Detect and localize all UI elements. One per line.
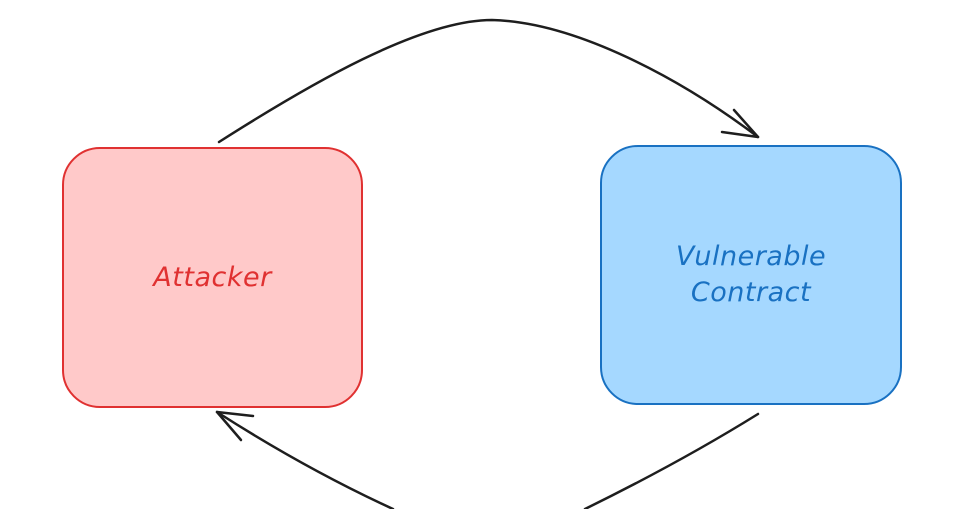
arrowhead-to-contract-icon: [720, 108, 760, 139]
edge-contract-to-attacker: [583, 412, 760, 509]
arrowhead-to-attacker-icon: [215, 410, 255, 442]
edge-attacker-to-contract: [217, 18, 760, 144]
vulnerable-contract-node: Vulnerable Contract: [600, 145, 902, 405]
vulnerable-contract-label: Vulnerable Contract: [675, 241, 827, 308]
edge-contract-to-attacker-tail: [215, 410, 395, 509]
attacker-label: Attacker: [153, 261, 272, 293]
attacker-node: Attacker: [62, 147, 363, 408]
